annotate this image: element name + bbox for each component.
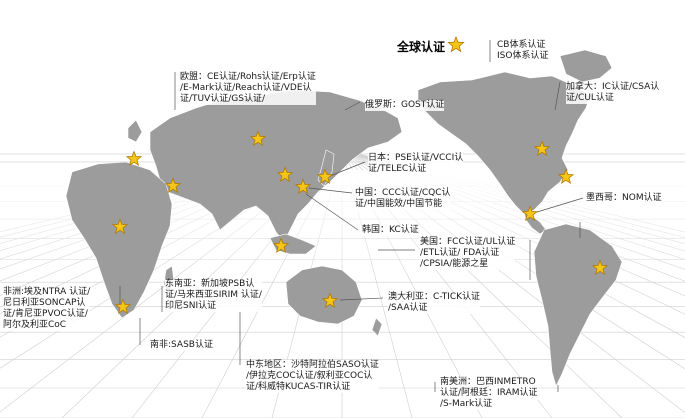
- star-japan-icon: [316, 168, 334, 185]
- label-middle-east: 中东地区：沙特阿拉伯SASO认证 /伊拉克COC认证/叙利亚COC认 证/科威特…: [246, 360, 379, 393]
- star-mexico-icon: [521, 205, 539, 222]
- label-korea: 韩国：KC认证: [362, 225, 419, 236]
- star-south-africa-icon: [114, 298, 132, 315]
- label-russia: 俄罗斯：GOST认证: [365, 100, 445, 111]
- continent-greenland: [559, 49, 613, 83]
- continent-new-zealand: [371, 317, 383, 337]
- continent-south-america: [533, 223, 623, 387]
- star-europe-icon: [249, 130, 267, 147]
- star-africa-icon: [111, 218, 129, 235]
- star-southeast-asia-icon: [272, 237, 290, 254]
- label-south-africa: 南非:SASB认证: [150, 340, 213, 351]
- star-russia-icon: [276, 166, 294, 183]
- leader-line: [308, 187, 353, 194]
- label-usa: 美国：FCC认证/UL认证 /ETL认证/ FDA认证 /CPSIA/能源之星: [420, 237, 516, 270]
- label-south-america: 南美洲：巴西INMETRO 认证/阿根廷：IRAM认证 /S-Mark认证: [440, 377, 538, 410]
- label-europe: 欧盟：CE认证/Rohs认证/Erp认证 /E-Mark认证/Reach认证/V…: [180, 72, 316, 105]
- star-china-icon: [294, 178, 312, 195]
- leader-line: [339, 297, 384, 301]
- leader-line: [305, 193, 359, 231]
- continent-australia: [285, 265, 363, 325]
- page-title: 全球认证: [397, 40, 446, 54]
- leader-line: [536, 197, 584, 213]
- title-star-icon: [447, 35, 465, 53]
- continent-uk: [127, 119, 143, 143]
- label-mexico: 墨西哥：NOM认证: [586, 193, 662, 204]
- star-south-america-icon: [591, 259, 609, 276]
- star-markers: [111, 130, 609, 315]
- leader-lines: [119, 40, 584, 392]
- label-southeast-asia: 东南亚：新加坡PSB认 证/马来西亚SIRIM 认证/ 印尼SNI认证: [165, 279, 262, 312]
- label-china: 中国：CCC认证/CQC认 证/中国能效/中国节能: [355, 188, 451, 210]
- leader-line: [554, 81, 561, 111]
- label-australia: 澳大利亚：C-TICK认证 /SAA认证: [388, 292, 481, 314]
- star-australia-icon: [321, 292, 339, 309]
- star-canada-icon: [533, 140, 551, 157]
- star-western-europe-icon: [125, 150, 143, 167]
- continent-north-america: [417, 71, 591, 215]
- continent-africa: [65, 161, 173, 319]
- label-global: CB体系认证 ISO体系认证: [497, 40, 549, 62]
- star-usa-icon: [557, 168, 575, 185]
- continent-eurasia: [149, 89, 403, 243]
- label-africa: 非洲:埃及NTRA 认证/ 尼日利亚SONCAP认 证/肯尼亚PVOC认证/ 阿…: [3, 287, 91, 331]
- star-middle-east-icon: [164, 177, 182, 194]
- leader-line: [344, 101, 361, 111]
- leader-line: [329, 161, 366, 177]
- label-japan: 日本：PSE认证/VCCI认 证/TELEC认证: [368, 153, 464, 175]
- label-canada: 加拿大：IC认证/CSA认 证/CUL认证: [566, 82, 660, 104]
